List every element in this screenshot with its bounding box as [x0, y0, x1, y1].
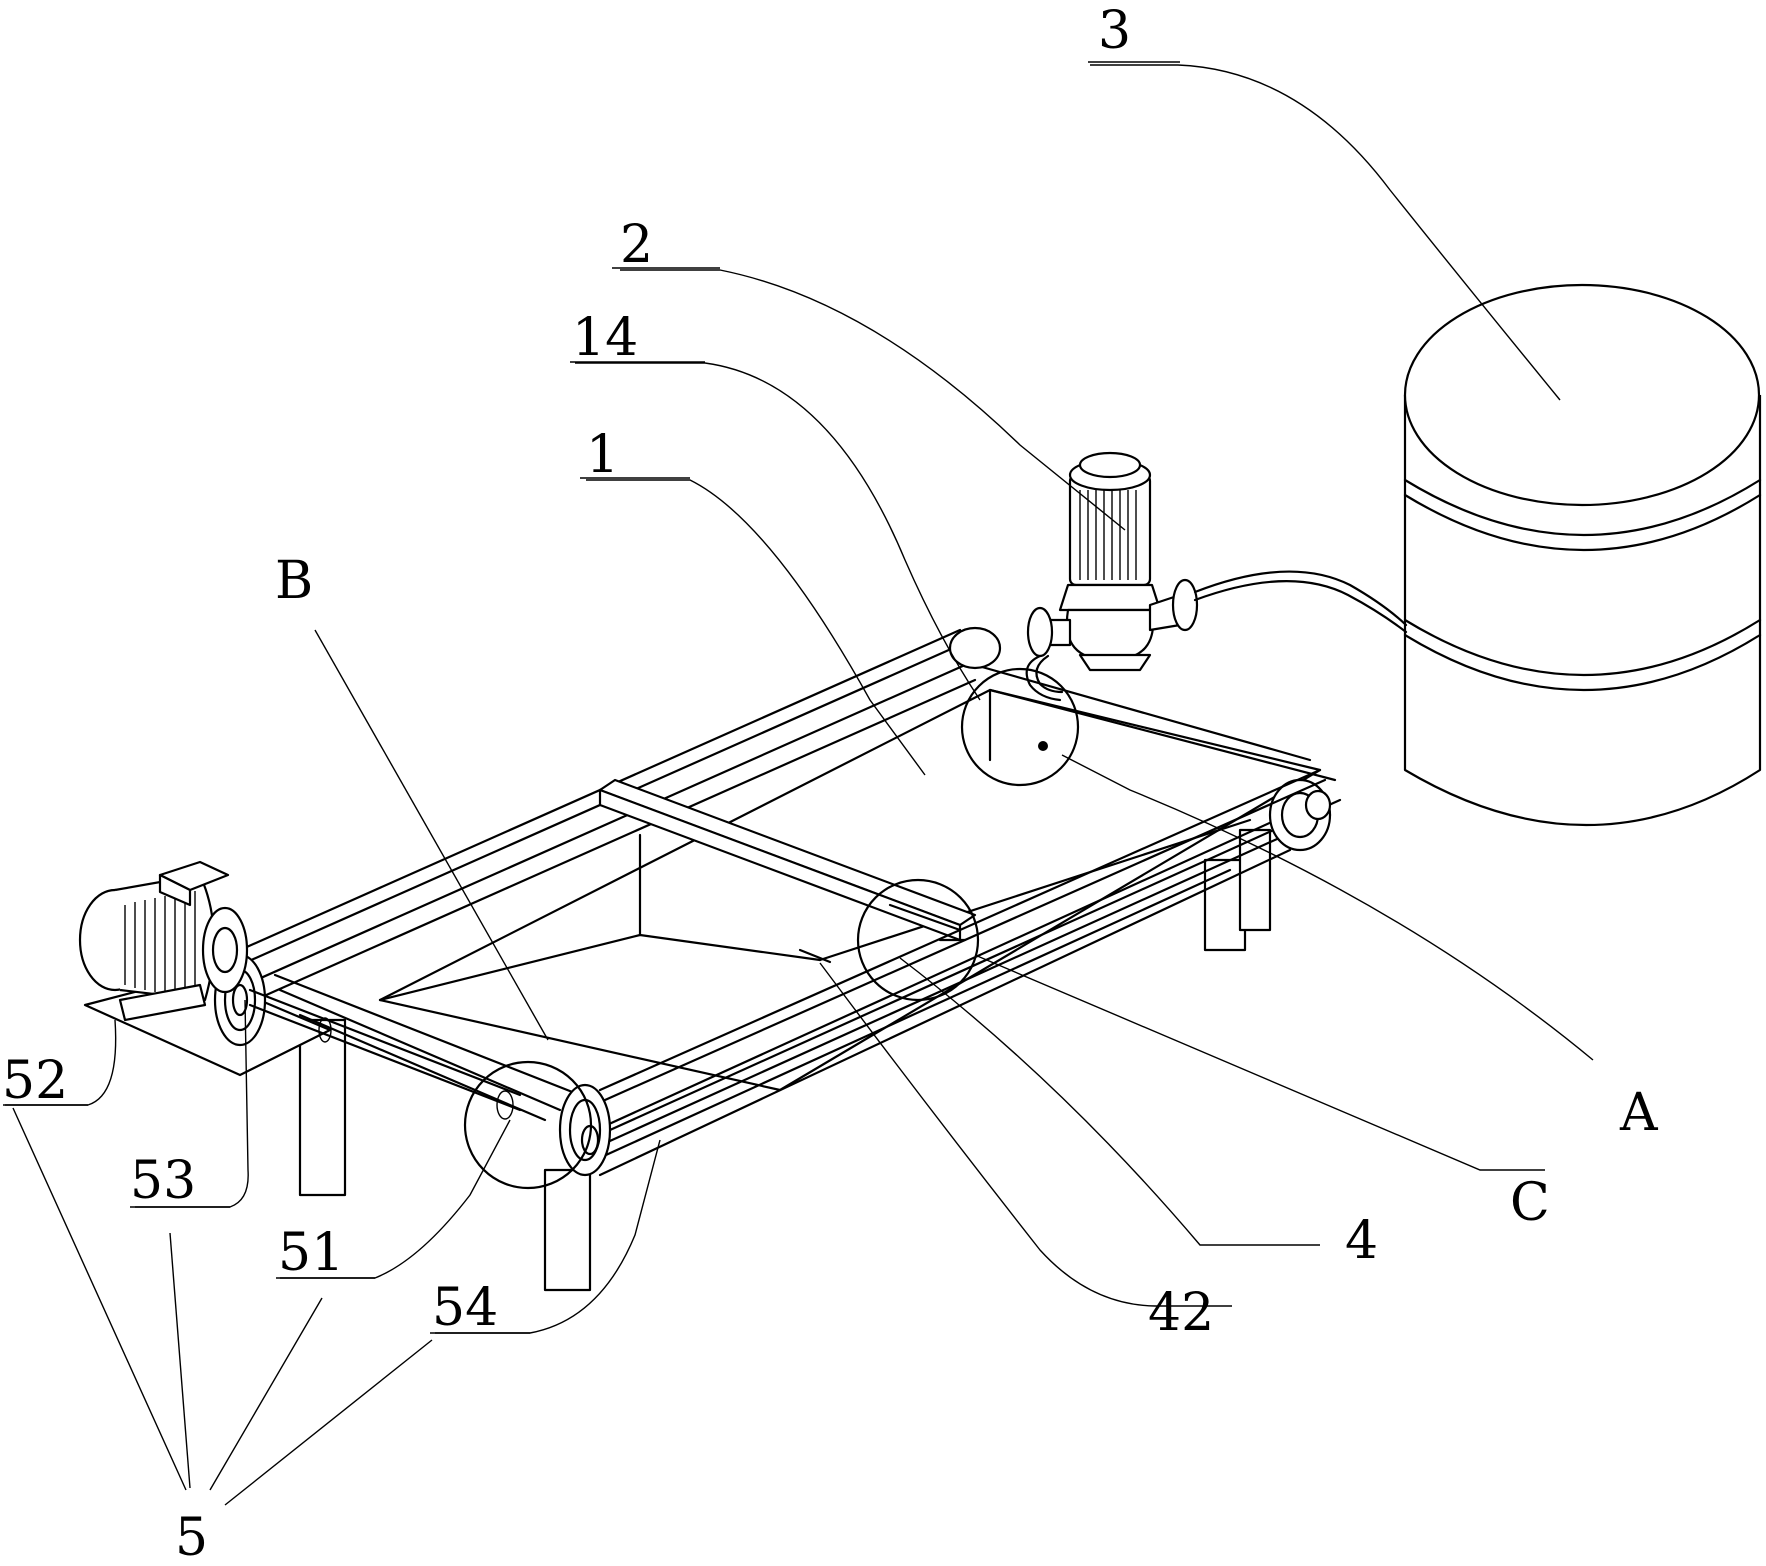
- detail-circles: [463, 667, 1080, 1190]
- label-52: 52: [2, 1051, 68, 1111]
- label-5: 5: [175, 1508, 208, 1566]
- label-53: 53: [130, 1151, 196, 1211]
- label-underlines: [3, 61, 1180, 1334]
- pump: [1025, 451, 1408, 702]
- label-2: 2: [620, 215, 653, 275]
- label-c: C: [1510, 1173, 1550, 1233]
- label-1: 1: [586, 425, 619, 485]
- label-51: 51: [278, 1223, 344, 1283]
- callout-labels: 3 2 14 1 B A C 4 42 52 53 51 54 5: [2, 1, 1659, 1566]
- label-3: 3: [1098, 1, 1131, 61]
- leader-lines: [5, 64, 1594, 1506]
- storage-tank: [1403, 283, 1762, 827]
- label-54: 54: [432, 1278, 498, 1338]
- belt-drive: [213, 626, 1332, 1177]
- label-42: 42: [1148, 1283, 1214, 1343]
- label-14: 14: [572, 308, 638, 368]
- label-4: 4: [1345, 1211, 1378, 1271]
- label-b: B: [275, 551, 313, 611]
- label-a: A: [1619, 1083, 1659, 1143]
- motor: [78, 860, 249, 1022]
